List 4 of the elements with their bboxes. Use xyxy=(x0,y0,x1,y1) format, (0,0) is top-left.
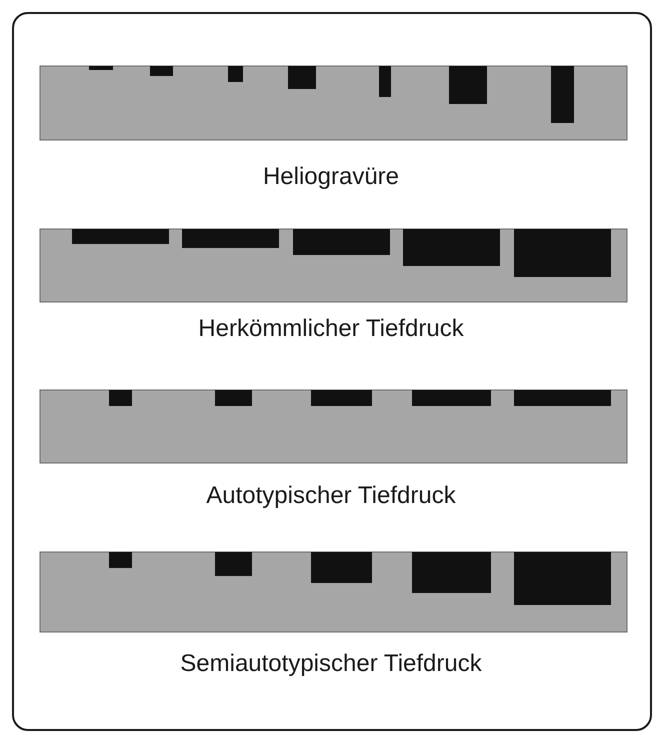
caption-text: Herkömmlicher Tiefdruck xyxy=(197,315,465,343)
caption-text: Semiautotypischer Tiefdruck xyxy=(179,650,483,678)
caption-text: Heliogravüre xyxy=(262,163,400,191)
caption-text: Autotypischer Tiefdruck xyxy=(205,482,457,510)
